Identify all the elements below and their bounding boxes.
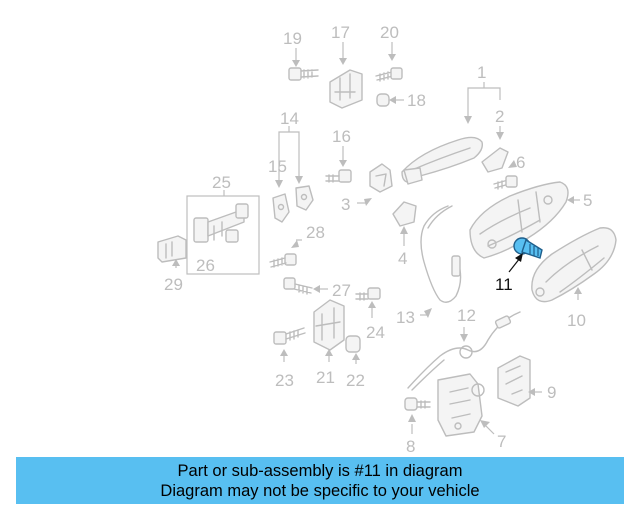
part-26-cover[interactable] <box>225 229 239 243</box>
callout-10: 10 <box>567 311 586 330</box>
part-25-door-check[interactable] <box>193 203 249 243</box>
part-2-handle-cover[interactable] <box>481 147 509 173</box>
part-28-bolt[interactable] <box>269 253 297 268</box>
part-4-bezel[interactable] <box>392 201 417 227</box>
callout-22: 22 <box>346 371 365 390</box>
callout-5: 5 <box>583 191 592 210</box>
callout-15: 15 <box>268 157 287 176</box>
callout-13: 13 <box>396 308 415 327</box>
part-22-cap[interactable] <box>345 335 361 353</box>
callout-23: 23 <box>275 371 294 390</box>
part-29-bracket[interactable] <box>157 235 187 263</box>
part-13-rod[interactable] <box>420 205 462 303</box>
callout-19: 19 <box>283 29 302 48</box>
part-9-bracket[interactable] <box>497 355 531 407</box>
callout-8: 8 <box>406 437 415 456</box>
parts-diagram: 19 17 20 18 14 15 16 3 1 2 <box>157 23 617 456</box>
callout-7: 7 <box>497 432 506 451</box>
part-6-bolt[interactable] <box>493 175 518 190</box>
callout-29: 29 <box>164 275 183 294</box>
callout-16: 16 <box>332 127 351 146</box>
part-15-hinge[interactable] <box>272 193 290 223</box>
callout-27: 27 <box>332 281 351 300</box>
banner-line-2: Diagram may not be specific to your vehi… <box>160 482 480 500</box>
part-5-handle-carrier[interactable] <box>469 181 569 259</box>
part-24-bolt[interactable] <box>355 287 381 301</box>
part-8-bolt[interactable] <box>404 397 431 411</box>
callout-20: 20 <box>380 23 399 42</box>
callout-21: 21 <box>316 368 335 387</box>
callout-2: 2 <box>495 107 504 126</box>
callout-12: 12 <box>457 306 476 325</box>
group-box-25 <box>186 195 260 275</box>
part-14-hinge[interactable] <box>295 185 314 211</box>
part-23-bolt[interactable] <box>273 327 306 345</box>
part-7-door-latch[interactable] <box>437 373 485 437</box>
callout-4: 4 <box>398 249 407 268</box>
callout-3: 3 <box>341 195 350 214</box>
callout-24: 24 <box>366 323 385 342</box>
callout-11: 11 <box>495 275 513 294</box>
part-12-cable[interactable] <box>407 311 521 391</box>
part-11-screw[interactable] <box>513 237 543 259</box>
part-3-bezel[interactable] <box>369 163 393 193</box>
part-17-bracket[interactable] <box>329 69 363 109</box>
part-19-bolt[interactable] <box>288 67 319 81</box>
callout-6: 6 <box>516 153 525 172</box>
banner-line-1: Part or sub-assembly is #11 in diagram <box>177 462 463 480</box>
part-10-inner-handle[interactable] <box>531 227 617 303</box>
callout-14: 14 <box>280 109 299 128</box>
part-16-bolt[interactable] <box>325 169 352 183</box>
callout-1: 1 <box>477 63 486 82</box>
info-banner: Part or sub-assembly is #11 in diagram D… <box>16 457 624 504</box>
callout-17: 17 <box>331 23 350 42</box>
part-27-bolt[interactable] <box>283 277 313 295</box>
part-18-clip[interactable] <box>376 93 390 107</box>
callout-18: 18 <box>407 91 426 110</box>
callout-9: 9 <box>547 383 556 402</box>
part-1-outer-handle[interactable] <box>401 136 484 185</box>
callout-26: 26 <box>196 256 215 275</box>
part-21-hinge[interactable] <box>313 299 345 351</box>
part-20-bolt[interactable] <box>375 67 403 82</box>
callout-28: 28 <box>306 223 325 242</box>
callout-25: 25 <box>212 173 231 192</box>
